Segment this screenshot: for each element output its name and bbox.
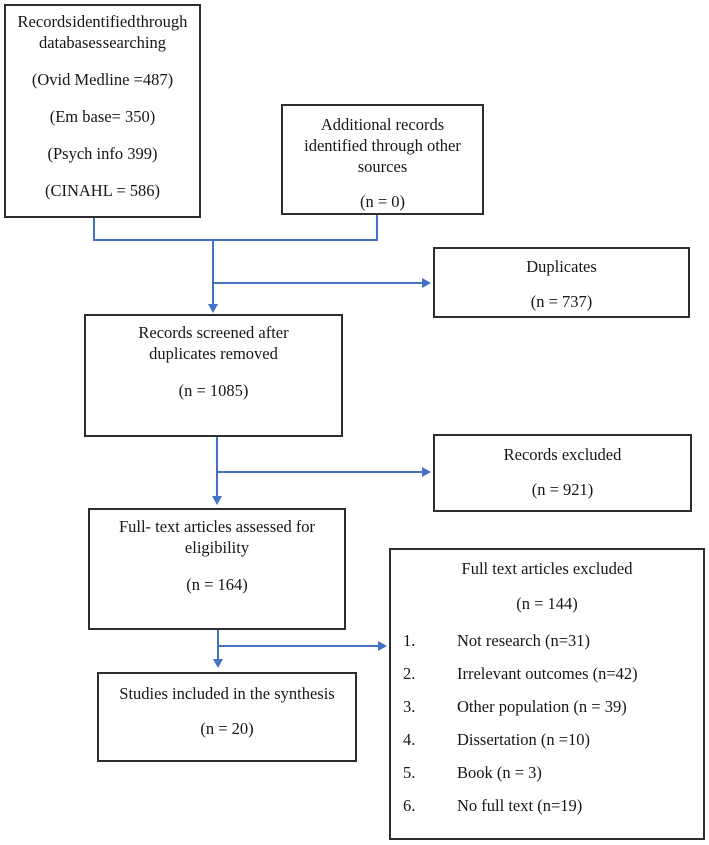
box-text-line: (Em base= 350) [49,107,156,126]
box-text-line: sources [357,157,408,176]
box-text-line: Full- text articles assessed for [118,517,316,536]
list-item-text: Other population (n = 39) [457,697,627,716]
box-text-line: Duplicates [526,257,597,276]
list-item: 1. Not research (n=31) [391,630,703,651]
flow-line-additional-down [376,215,378,241]
arrow-down-icon [212,496,222,505]
list-item-number: 1. [403,631,416,650]
flow-line-to-records-excluded [218,471,422,473]
box-text-line: Records excluded [503,445,622,464]
list-item-number: 6. [403,796,416,815]
box-fulltext-excluded: Full text articles excluded (n = 144) 1.… [389,548,705,840]
box-text-line: eligibility [184,538,250,557]
box-text-line: (Ovid Medline =487) [31,70,174,89]
arrow-right-icon [422,278,431,288]
box-text-line: Full text articles excluded [461,559,633,578]
list-item-text: Dissertation (n =10) [457,730,591,749]
list-item-number: 5. [403,763,416,782]
box-text-line: duplicates removed [149,344,278,363]
flow-line-to-duplicates [213,282,422,284]
list-item-text: Book (n = 3) [457,763,542,782]
list-item: 4. Dissertation (n =10) [391,729,703,750]
arrow-right-icon [378,641,387,651]
flow-line-to-fulltext-excluded [219,645,378,647]
flow-line-merge-horizontal [93,239,378,241]
list-item-number: 2. [403,664,416,683]
list-item-text: Not research (n=31) [457,631,590,650]
arrow-down-icon [208,304,218,313]
box-text-line: identified through other [304,136,461,155]
box-text-line: databases searching [38,33,167,52]
box-records-screened: Records screened after duplicates remove… [84,314,343,437]
box-count-line: (n = 0) [359,192,406,211]
arrow-down-icon [213,659,223,668]
list-item: 5. Book (n = 3) [391,762,703,783]
list-item-number: 3. [403,697,416,716]
box-records-excluded: Records excluded (n = 921) [433,434,692,512]
box-count-line: (n = 144) [516,594,578,613]
box-count-line: (n = 737) [530,292,593,311]
box-text-line: Studies included in the synthesis [119,684,335,703]
flow-line-identified-down [93,218,95,241]
box-count-line: (n = 20) [200,719,254,738]
list-item-text: No full text (n=19) [457,796,583,815]
box-additional-records: Additional records identified through ot… [281,104,484,215]
list-item: 2. Irrelevant outcomes (n=42) [391,663,703,684]
box-count-line: (n = 921) [531,480,594,499]
list-item-number: 4. [403,730,416,749]
box-records-identified: Records identified through databases sea… [4,4,201,218]
flow-line-to-screened [212,241,214,305]
box-studies-included: Studies included in the synthesis (n = 2… [97,672,357,762]
box-text-line: (CINAHL = 586) [44,181,160,200]
arrow-right-icon [422,467,431,477]
box-count-line: (n = 1085) [178,381,249,400]
flow-line-to-fulltext [216,437,218,497]
flow-line-to-studies [217,630,219,660]
box-text-line: Records identified through [17,12,188,31]
box-duplicates: Duplicates (n = 737) [433,247,690,318]
list-item: 6. No full text (n=19) [391,795,703,816]
box-text-line: Additional records [320,115,445,134]
box-fulltext-assessed: Full- text articles assessed for eligibi… [88,508,346,630]
exclusion-reason-list: 1. Not research (n=31) 2. Irrelevant out… [391,630,703,816]
box-count-line: (n = 164) [186,575,248,594]
box-text-line: (Psych info 399) [47,144,158,163]
box-text-line: Records screened after [138,323,289,342]
list-item: 3. Other population (n = 39) [391,696,703,717]
list-item-text: Irrelevant outcomes (n=42) [457,664,638,683]
